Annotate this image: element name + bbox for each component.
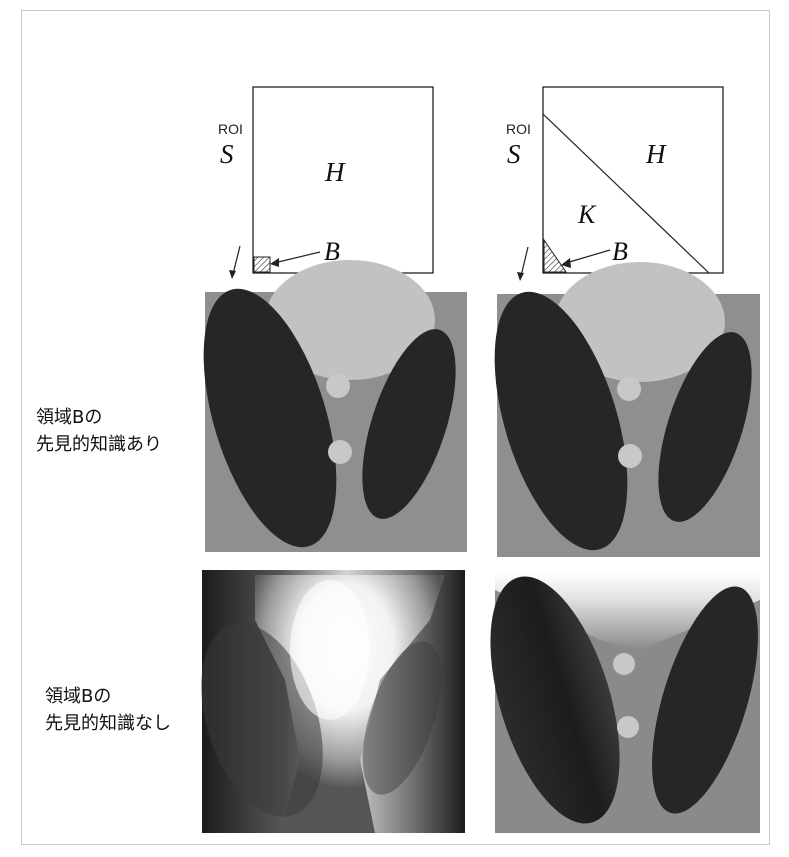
- b-label-right: B: [612, 237, 628, 267]
- h-label-right: H: [646, 139, 666, 170]
- phantom-image-without-prior-left: [179, 570, 465, 833]
- roi-label-right: ROI: [506, 121, 531, 137]
- h-label-left: H: [325, 157, 345, 188]
- phantom-image-without-prior-right: [465, 562, 780, 839]
- s-label-right: S: [507, 139, 521, 170]
- s-label-left: S: [220, 139, 234, 170]
- phantom-image-with-prior-right: [468, 262, 771, 566]
- row-label-with-prior: 領域Bの 先見的知識あり: [36, 404, 162, 458]
- row-label-with-prior-line2: 先見的知識あり: [36, 431, 162, 458]
- b-label-left: B: [324, 237, 340, 267]
- row-label-with-prior-line1: 領域Bの: [36, 404, 162, 431]
- row-label-without-prior-line2: 先見的知識なし: [45, 710, 171, 737]
- row-label-without-prior: 領域Bの 先見的知識なし: [45, 683, 171, 737]
- k-label-right: K: [578, 200, 595, 230]
- phantom-image-with-prior-left: [177, 260, 475, 563]
- roi-label-left: ROI: [218, 121, 243, 137]
- row-label-without-prior-line1: 領域Bの: [45, 683, 171, 710]
